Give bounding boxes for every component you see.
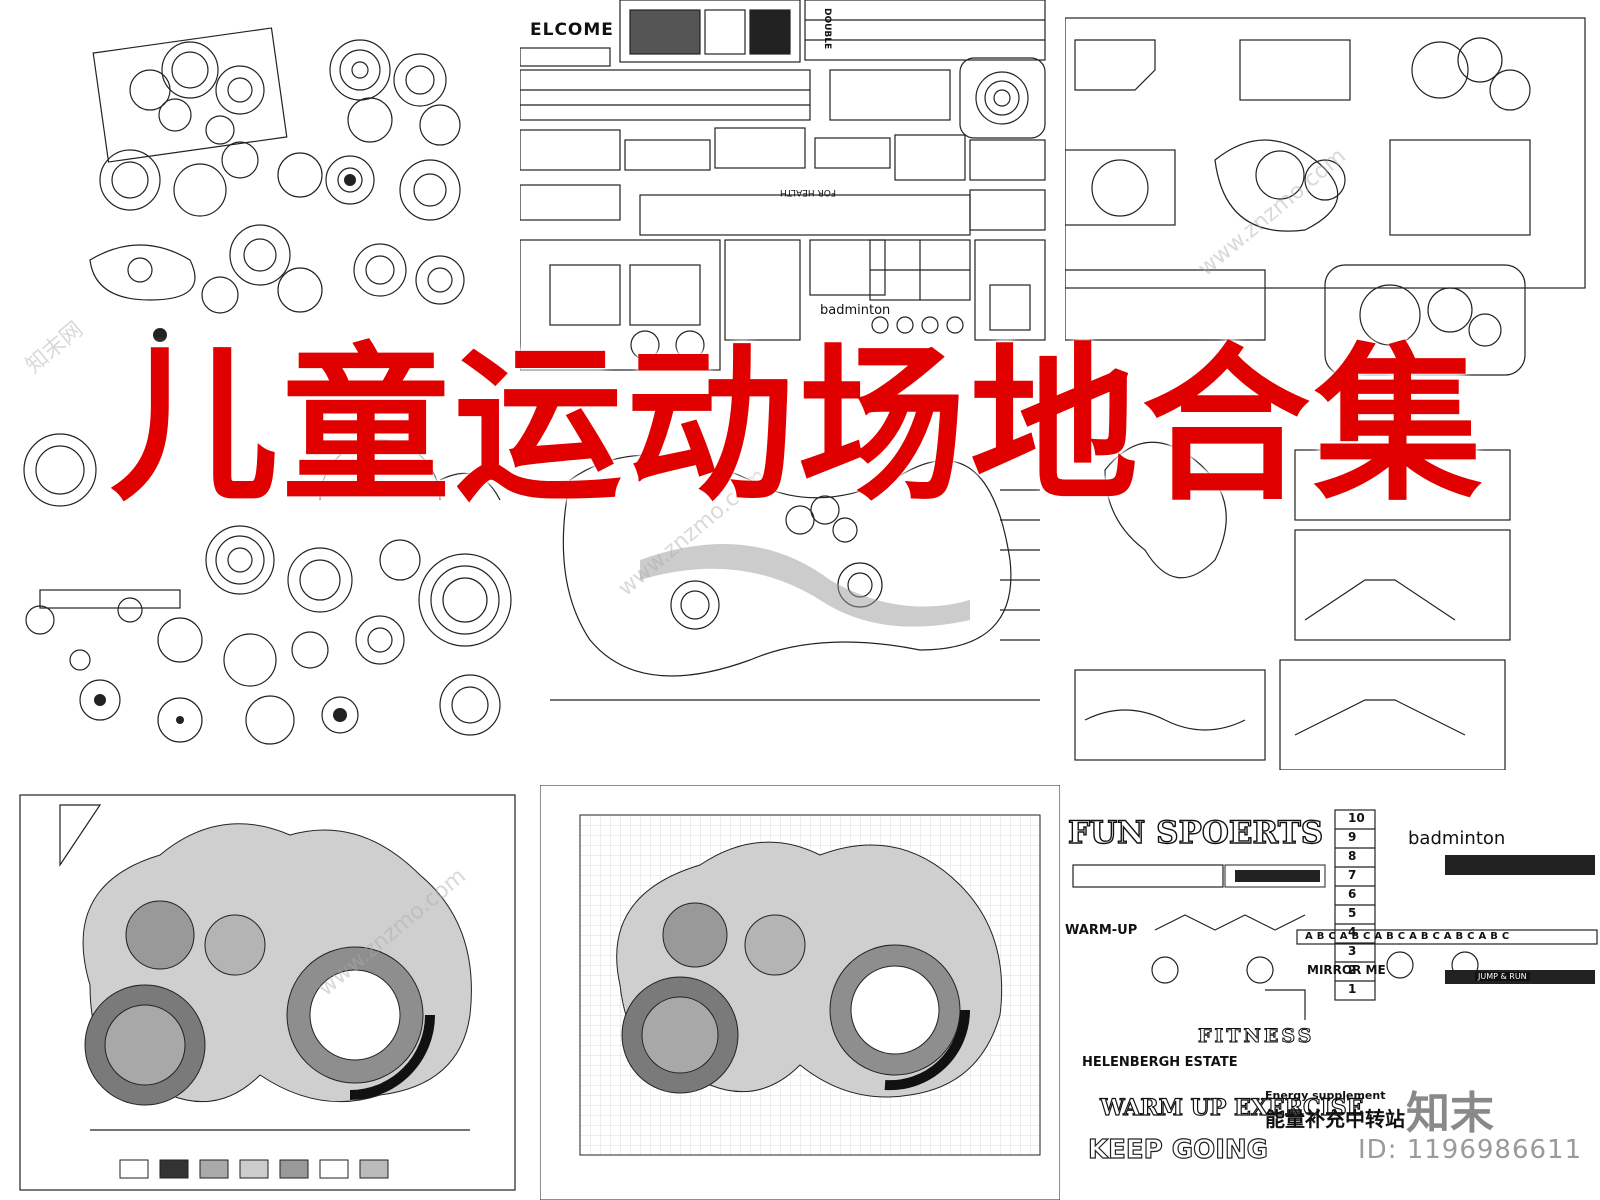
warm-up-exercise-label: WARM UP EXERCISE <box>1099 1094 1364 1121</box>
for-health-label: FOR HEALTH <box>780 187 837 197</box>
badminton-bottom-label: badminton <box>1408 828 1506 849</box>
energy-station-label: 能量补充中转站 <box>1265 1107 1405 1131</box>
watermark-logo: 知末 <box>1406 1088 1494 1139</box>
site-plans-drawing <box>1065 17 1586 770</box>
watermark-id: ID: 1196986611 <box>1358 1135 1583 1165</box>
keep-going-label: KEEP GOING <box>1087 1134 1268 1165</box>
jump-run-label: JUMP & RUN <box>1475 972 1530 981</box>
panel-play-equipment-plans <box>0 0 520 770</box>
panel-sports-text-sheet: FUN SPOERTS badminton WARM-UP ABCABCABCA… <box>1065 785 1600 1200</box>
epdm-plan-drawing <box>19 794 516 1191</box>
hopscotch-number: 10 <box>1348 811 1365 825</box>
equipment-plans-drawing <box>23 27 512 745</box>
hopscotch-number: 6 <box>1348 887 1357 901</box>
hopscotch-number: 9 <box>1348 830 1357 844</box>
abc-strip-label: ABCABCABCABCABCABC <box>1305 931 1514 942</box>
double-label: DOUBLE <box>822 8 832 50</box>
hopscotch-number: 1 <box>1348 982 1357 996</box>
energy-supplement-label: Energy supplement <box>1265 1089 1386 1102</box>
fitness-label: FITNESS <box>1197 1025 1315 1048</box>
badminton-top-label: badminton <box>820 303 891 318</box>
panel-epdm-plan <box>0 785 535 1200</box>
welcome-label: ELCOME <box>530 20 614 40</box>
hopscotch-number: 7 <box>1348 868 1357 882</box>
hopscotch-number: 8 <box>1348 849 1357 863</box>
warm-up-label: WARM-UP <box>1065 923 1138 938</box>
panel-grid-plan <box>540 785 1060 1200</box>
panel-site-plans-sections <box>1065 0 1600 770</box>
page-title: 儿童运动场地合集 <box>110 326 1486 524</box>
fun-sports-label: FUN SPOERTS <box>1067 814 1324 851</box>
hopscotch-number: 4 <box>1348 925 1357 939</box>
helenbergh-label: HELENBERGH ESTATE <box>1082 1055 1238 1070</box>
grid-plan-drawing <box>540 785 1060 1200</box>
hopscotch-number: 3 <box>1348 944 1357 958</box>
mirror-me-label: MIRROR ME <box>1307 963 1386 977</box>
panel-sports-graphics: ELCOME DOUBLE badminton FOR HEALTH <box>520 0 1065 770</box>
hopscotch-number: 5 <box>1348 906 1357 920</box>
sports-graphics-drawing <box>520 0 1046 701</box>
hopscotch-number: 2 <box>1348 963 1357 977</box>
